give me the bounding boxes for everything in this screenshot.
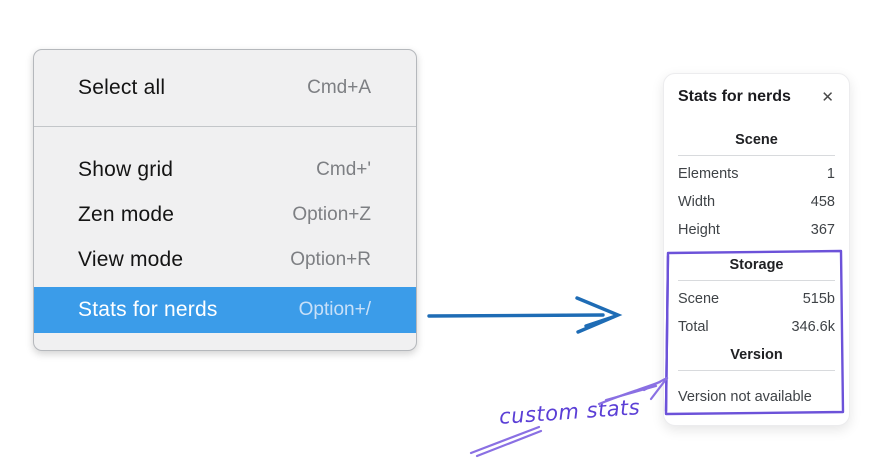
stat-label: Width xyxy=(678,194,716,210)
stat-label: Scene xyxy=(678,291,720,307)
menu-item-shortcut: Option+R xyxy=(290,248,371,270)
menu-item-label: Show grid xyxy=(78,157,174,181)
stat-label: Elements xyxy=(678,166,739,182)
stats-panel-title: Stats for nerds xyxy=(678,88,791,105)
stat-row-height: Height 367 xyxy=(678,216,835,244)
menu-item-label: View mode xyxy=(78,247,184,271)
stat-label: Height xyxy=(678,222,720,238)
stat-row-scene-size: Scene 515b xyxy=(678,285,835,313)
blue-arrow xyxy=(427,296,623,334)
scene-rows: Elements 1 Width 458 Height 367 xyxy=(678,160,835,244)
stats-panel-titlebar: Stats for nerds ✕ xyxy=(678,87,835,107)
menu-item-shortcut: Option+/ xyxy=(298,299,371,320)
menu-item-shortcut: Cmd+' xyxy=(316,158,371,180)
stat-row-total-size: Total 346.6k xyxy=(678,313,835,341)
menu-item-label: Zen mode xyxy=(78,202,175,226)
stat-value: 515b xyxy=(802,291,835,307)
stat-row-width: Width 458 xyxy=(678,188,835,216)
stat-row-elements: Elements 1 xyxy=(678,160,835,188)
stat-value: 346.6k xyxy=(791,319,835,335)
menu-item-label: Select all xyxy=(78,76,166,99)
menu-item-zen-mode[interactable]: Zen mode Option+Z xyxy=(34,192,416,237)
stat-label: Total xyxy=(678,319,709,335)
version-note: Version not available xyxy=(678,389,812,405)
menu-item-select-all[interactable]: Select all Cmd+A xyxy=(34,50,416,126)
section-header-storage: Storage xyxy=(729,257,784,273)
annotation-custom-stats: custom stats xyxy=(498,395,641,429)
menu-item-label: Stats for nerds xyxy=(78,298,218,321)
context-menu: Select all Cmd+A Show grid Cmd+' Zen mod… xyxy=(33,49,417,351)
stat-value: 1 xyxy=(826,166,835,182)
section-header-scene: Scene xyxy=(735,132,778,148)
menu-item-stats-for-nerds[interactable]: Stats for nerds Option+/ xyxy=(34,287,416,333)
stat-value: 458 xyxy=(810,194,835,210)
close-icon[interactable]: ✕ xyxy=(821,88,834,106)
menu-divider xyxy=(34,126,416,127)
section-divider xyxy=(678,370,835,371)
section-divider xyxy=(678,280,835,281)
menu-item-show-grid[interactable]: Show grid Cmd+' xyxy=(34,147,416,192)
section-header-version: Version xyxy=(730,347,783,363)
menu-item-shortcut: Option+Z xyxy=(292,203,371,225)
storage-rows: Scene 515b Total 346.6k xyxy=(678,285,835,341)
menu-item-view-mode[interactable]: View mode Option+R xyxy=(34,237,416,282)
section-divider xyxy=(678,155,835,156)
menu-item-shortcut: Cmd+A xyxy=(307,77,371,98)
stat-value: 367 xyxy=(810,222,835,238)
menu-group: Show grid Cmd+' Zen mode Option+Z View m… xyxy=(34,127,416,350)
stats-panel: Stats for nerds ✕ Scene Elements 1 Width… xyxy=(663,73,850,426)
